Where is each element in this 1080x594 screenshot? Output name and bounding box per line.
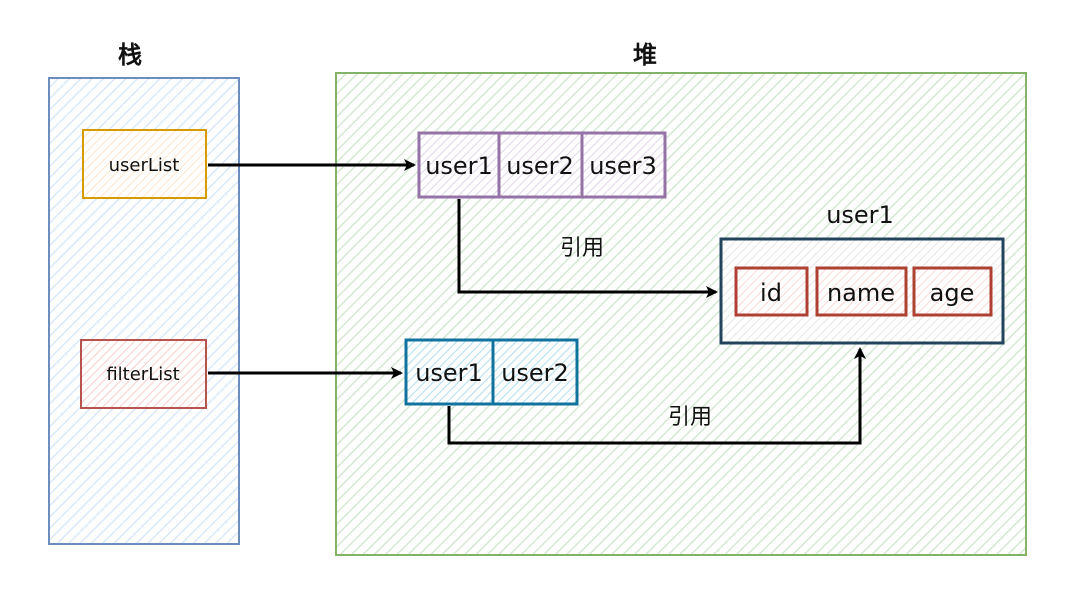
filterlist-cell-1 [404, 338, 495, 406]
filterlist-cell-2-label: user2 [501, 359, 569, 387]
userlist-cell-2-label: user2 [506, 152, 574, 180]
reference-label-1: 引用 [560, 236, 604, 261]
field-id [734, 266, 809, 317]
arrow-filterlist-ref-to-user1 [447, 347, 866, 445]
stack-title: 栈 [118, 41, 142, 69]
field-id-label: id [760, 279, 782, 307]
userlist-cell-1-label: user1 [425, 152, 493, 180]
arrow-userlist-ref-to-user1 [457, 199, 718, 298]
field-age-label: age [930, 279, 975, 307]
filterlist-cell-1-label: user1 [415, 359, 483, 387]
heap-title: 堆 [633, 41, 657, 69]
reference-label-2: 引用 [668, 405, 712, 430]
user1-fields: id name age [734, 266, 993, 317]
userlist-array: user1 user2 user3 [417, 131, 667, 199]
userlist-cell-3-label: user3 [589, 152, 657, 180]
filterlist-label: filterList [106, 364, 179, 385]
userlist-cell-1 [417, 131, 501, 199]
userlist-label: userList [109, 155, 180, 176]
field-name-label: name [827, 279, 895, 307]
userlist-cell-2 [497, 131, 584, 199]
filterlist-cell-2 [491, 338, 579, 406]
userlist-box [82, 129, 207, 199]
userlist-cell-3 [580, 131, 667, 199]
field-age [912, 266, 993, 317]
filterlist-array: user1 user2 [404, 338, 579, 406]
filterlist-box [80, 339, 207, 409]
user1-object-title: user1 [826, 201, 894, 229]
field-name [815, 266, 908, 317]
